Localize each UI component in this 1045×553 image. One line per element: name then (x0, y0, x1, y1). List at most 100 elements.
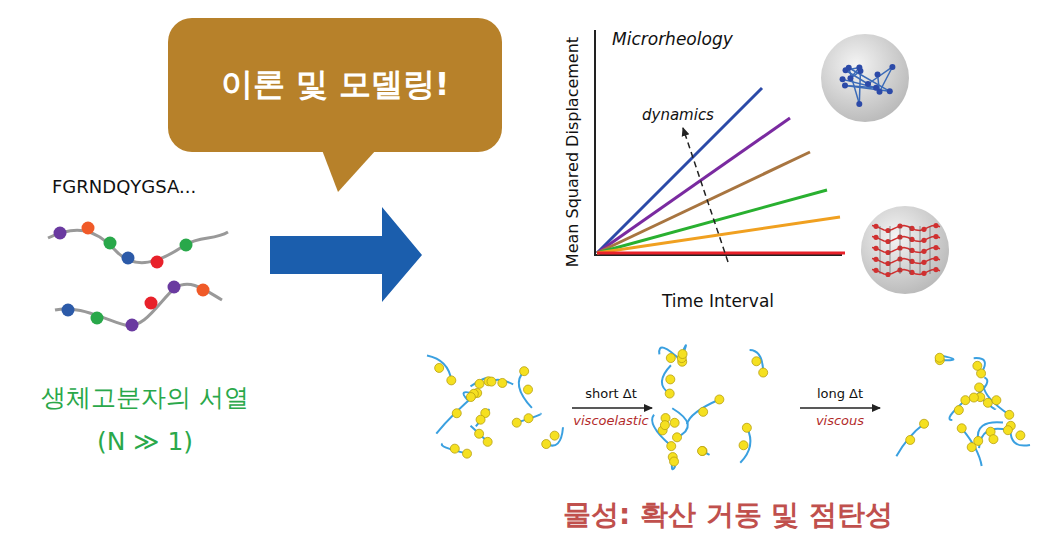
sticker (698, 447, 707, 456)
arrow-label: viscoelastic (573, 414, 648, 429)
bead (921, 271, 926, 276)
sequence-chain (48, 230, 228, 262)
bead (921, 249, 926, 254)
sticker (906, 435, 915, 444)
bead (873, 235, 878, 240)
sticker (973, 361, 982, 370)
sticker (660, 421, 669, 430)
liquid-droplet (821, 34, 909, 122)
cross-link (920, 226, 921, 274)
bead (875, 71, 881, 77)
chain-strand (880, 67, 893, 92)
sticker (992, 396, 1001, 405)
sticker (524, 414, 533, 423)
sticker (475, 429, 484, 438)
arrow-label: short Δt (585, 387, 637, 402)
sequence-chain (55, 284, 222, 325)
sticker (989, 435, 998, 444)
sticker (542, 440, 551, 449)
chain-strand (983, 386, 1009, 415)
sticker (954, 406, 963, 415)
msd-lines (597, 88, 845, 253)
chain-strand (859, 71, 860, 104)
bead (840, 76, 846, 82)
sticker (512, 418, 521, 427)
cross-link (890, 226, 891, 274)
bead (887, 88, 893, 94)
solid-fibril (872, 223, 940, 277)
residue-dots (54, 222, 193, 269)
chart-axes (595, 30, 842, 255)
sticker (447, 376, 456, 385)
sticker (498, 378, 507, 387)
sequence-caption: 생체고분자의 서열 (41, 384, 249, 413)
sticker (673, 433, 682, 442)
sticker (742, 423, 751, 432)
sticker (666, 375, 675, 384)
bubble-tail (322, 150, 376, 192)
sticker (520, 367, 529, 376)
time-arrow (800, 407, 880, 409)
sticker (483, 437, 492, 446)
cross-link (910, 226, 911, 274)
polymer-network (427, 345, 1030, 469)
residue-dots (62, 281, 210, 332)
bead (933, 223, 938, 228)
sticker (667, 442, 676, 451)
sticker (550, 431, 559, 440)
sticker (670, 418, 679, 427)
solid-droplet (861, 206, 949, 294)
sticker (961, 396, 970, 405)
chain-strand (519, 371, 532, 408)
bead (921, 227, 926, 232)
sticker (759, 368, 768, 377)
sticker (715, 395, 724, 404)
sticker (974, 436, 983, 445)
arrow-label: viscous (816, 414, 864, 429)
sticker (666, 354, 675, 363)
bead (856, 64, 862, 70)
chain-strand (896, 424, 924, 456)
sticker (435, 363, 444, 372)
bead (877, 89, 883, 95)
sticker (524, 385, 533, 394)
sticker (450, 444, 459, 453)
sticker (487, 377, 496, 386)
bubble-text: 이론 및 모델링! (221, 63, 450, 107)
sticker (752, 357, 761, 366)
axis-title: Time Interval (662, 292, 774, 312)
sticker (678, 350, 687, 359)
chain-strand (427, 356, 451, 381)
sticker (670, 457, 679, 466)
bead (933, 267, 938, 272)
sticker (1003, 426, 1012, 435)
speech-bubble: 이론 및 모델링! (168, 18, 502, 152)
sticker (920, 419, 929, 428)
bead (873, 257, 878, 262)
sticker (475, 379, 484, 388)
arrow-label: long Δt (817, 387, 863, 402)
sticker (699, 407, 708, 416)
process-arrow (270, 207, 422, 302)
sticker (975, 383, 984, 392)
bead (921, 260, 926, 265)
bead (865, 81, 871, 87)
chain-strand (687, 399, 719, 424)
sticker (1016, 431, 1025, 440)
sticker (983, 398, 992, 407)
bead (856, 101, 862, 107)
time-arrow (572, 407, 652, 409)
sticker (969, 393, 978, 402)
bead (873, 268, 878, 273)
bead (933, 245, 938, 250)
bead (843, 67, 849, 73)
sticker (466, 393, 475, 402)
sticker (739, 441, 748, 450)
bead (842, 82, 848, 88)
bead (933, 234, 938, 239)
sticker (665, 389, 674, 398)
bead (921, 238, 926, 243)
bead (847, 75, 853, 81)
bead (873, 246, 878, 251)
